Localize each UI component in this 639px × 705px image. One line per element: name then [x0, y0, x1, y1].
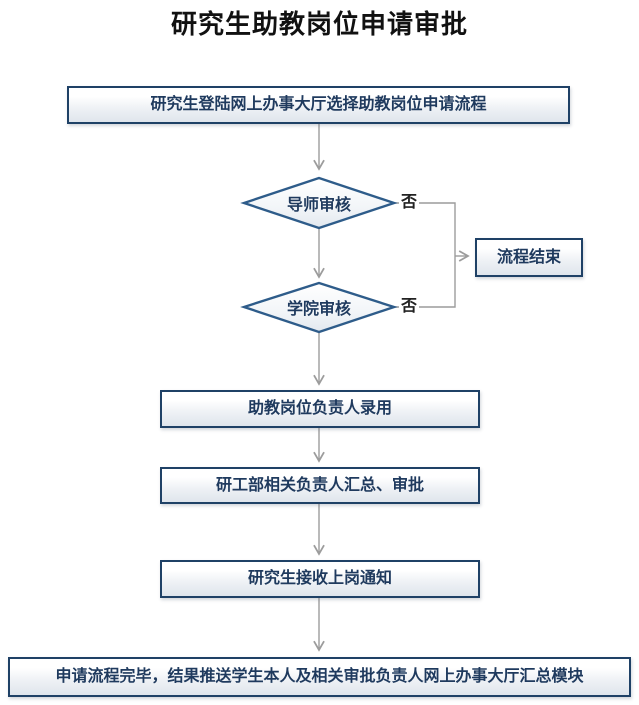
decision-tutor-label-box: 导师审核	[244, 191, 394, 215]
hire-box-label: 助教岗位负责人录用	[247, 400, 392, 418]
final-box: 申请流程完毕，结果推送学生本人及相关审批负责人网上办事大厅汇总模块	[8, 657, 631, 697]
decision-tutor-label: 导师审核	[286, 197, 351, 214]
hire-box: 助教岗位负责人录用	[160, 390, 480, 428]
final-box-label: 申请流程完毕，结果推送学生本人及相关审批负责人网上办事大厅汇总模块	[55, 668, 584, 686]
receive-notice-box: 研究生接收上岗通知	[160, 560, 480, 598]
edge-label-no-tutor: 否	[399, 193, 420, 213]
receive-notice-label: 研究生接收上岗通知	[247, 570, 392, 588]
summary-approve-label: 研工部相关负责人汇总、审批	[215, 476, 424, 494]
edge-label-no-college: 否	[399, 297, 420, 317]
summary-approve-box: 研工部相关负责人汇总、审批	[160, 467, 480, 504]
start-box: 研究生登陆网上办事大厅选择助教岗位申请流程	[67, 86, 570, 124]
decision-college-diamond	[240, 281, 398, 334]
page-title: 研究生助教岗位申请审批	[170, 9, 468, 39]
decision-college-label-box: 学院审核	[244, 295, 394, 319]
edge-no-branch	[394, 202, 456, 308]
process-end-label: 流程结束	[496, 248, 561, 266]
decision-college-label: 学院审核	[286, 301, 351, 318]
decision-tutor-diamond	[240, 176, 398, 230]
process-end-box: 流程结束	[475, 238, 583, 277]
start-box-label: 研究生登陆网上办事大厅选择助教岗位申请流程	[150, 96, 487, 114]
